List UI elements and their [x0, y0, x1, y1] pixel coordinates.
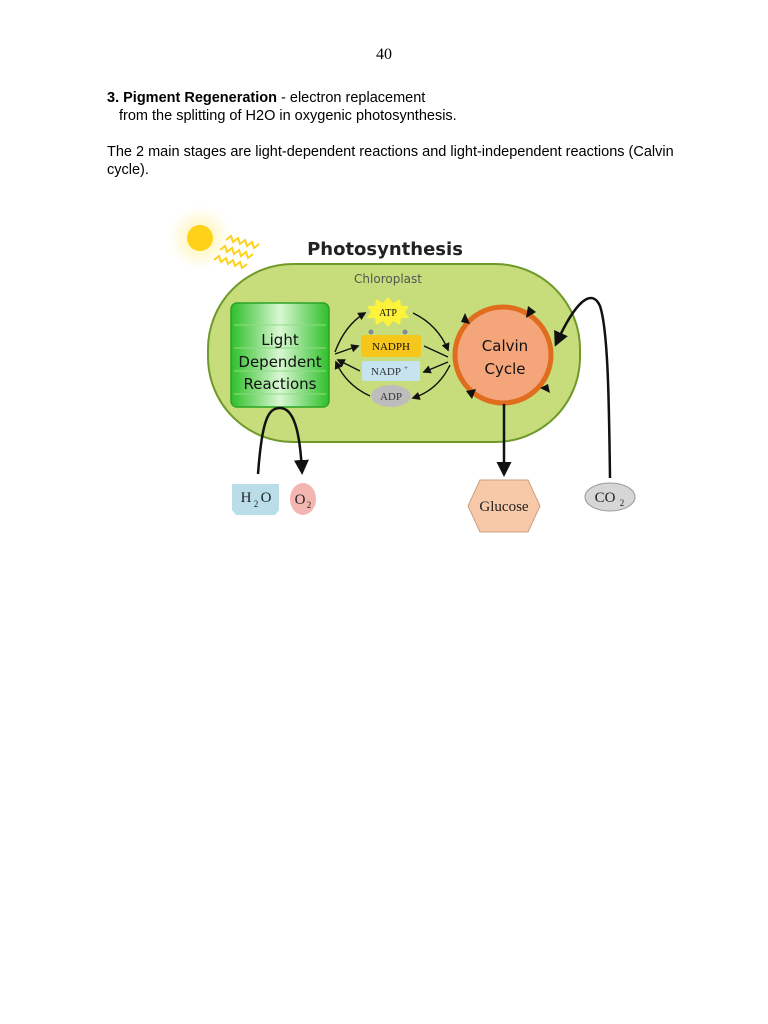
glucose-label: Glucose: [479, 499, 528, 515]
ldr-label-line1: Light: [261, 331, 299, 349]
co2-badge: [584, 482, 636, 512]
atp-label: ATP: [379, 308, 397, 319]
sun-icon: [187, 225, 213, 251]
light-dependent-reactions: Light Dependent Reactions: [230, 302, 330, 408]
calvin-cycle-arrows: [461, 306, 550, 399]
nadph-badge: [361, 335, 421, 357]
nadp-label: NADP: [371, 366, 401, 378]
page-number: 40: [376, 46, 392, 63]
ldr-energy-arrows: [334, 312, 371, 397]
adp-badge: [371, 385, 411, 407]
o2-badge: [290, 483, 316, 515]
h2o-label-o: O: [261, 490, 272, 506]
sunlight-rays: [213, 234, 260, 270]
stages-paragraph: The 2 main stages are light-dependent re…: [107, 144, 674, 178]
calvin-label-line2: Cycle: [485, 360, 526, 378]
pigment-regeneration-paragraph: 3. Pigment Regeneration - electron repla…: [107, 89, 707, 125]
nadph-label: NADPH: [372, 341, 410, 353]
h2o-label-h: H: [241, 490, 252, 506]
o2-label-sub: 2: [307, 500, 312, 510]
nadp-badge: [362, 361, 420, 381]
calvin-energy-arrows: [411, 312, 451, 400]
o2-label-o: O: [295, 492, 306, 508]
water-oxygen-arrow: [256, 406, 309, 475]
calvin-label-line1: Calvin: [482, 337, 528, 355]
ldr-label-line2: Dependent: [238, 353, 321, 371]
section-heading: 3. Pigment Regeneration: [107, 90, 278, 106]
diagram-title: Photosynthesis: [307, 239, 463, 260]
h2o-badge: [232, 484, 279, 515]
nadp-plus: +: [404, 364, 408, 372]
co2-label-sub: 2: [620, 498, 625, 508]
atp-badge: [367, 297, 409, 327]
calvin-cycle-circle: [452, 304, 554, 406]
chloroplast-label: Chloroplast: [354, 272, 422, 286]
ldr-label-line3: Reactions: [244, 375, 317, 393]
h2o-label-sub: 2: [254, 499, 259, 509]
section-heading-rest: - electron replacement: [277, 90, 426, 106]
section-line-2: from the splitting of H2O in oxygenic ph…: [119, 108, 457, 124]
glucose-badge: [467, 479, 541, 533]
adp-label: ADP: [380, 391, 402, 403]
co2-arrow: [554, 296, 612, 479]
co2-label-co: CO: [595, 490, 616, 506]
